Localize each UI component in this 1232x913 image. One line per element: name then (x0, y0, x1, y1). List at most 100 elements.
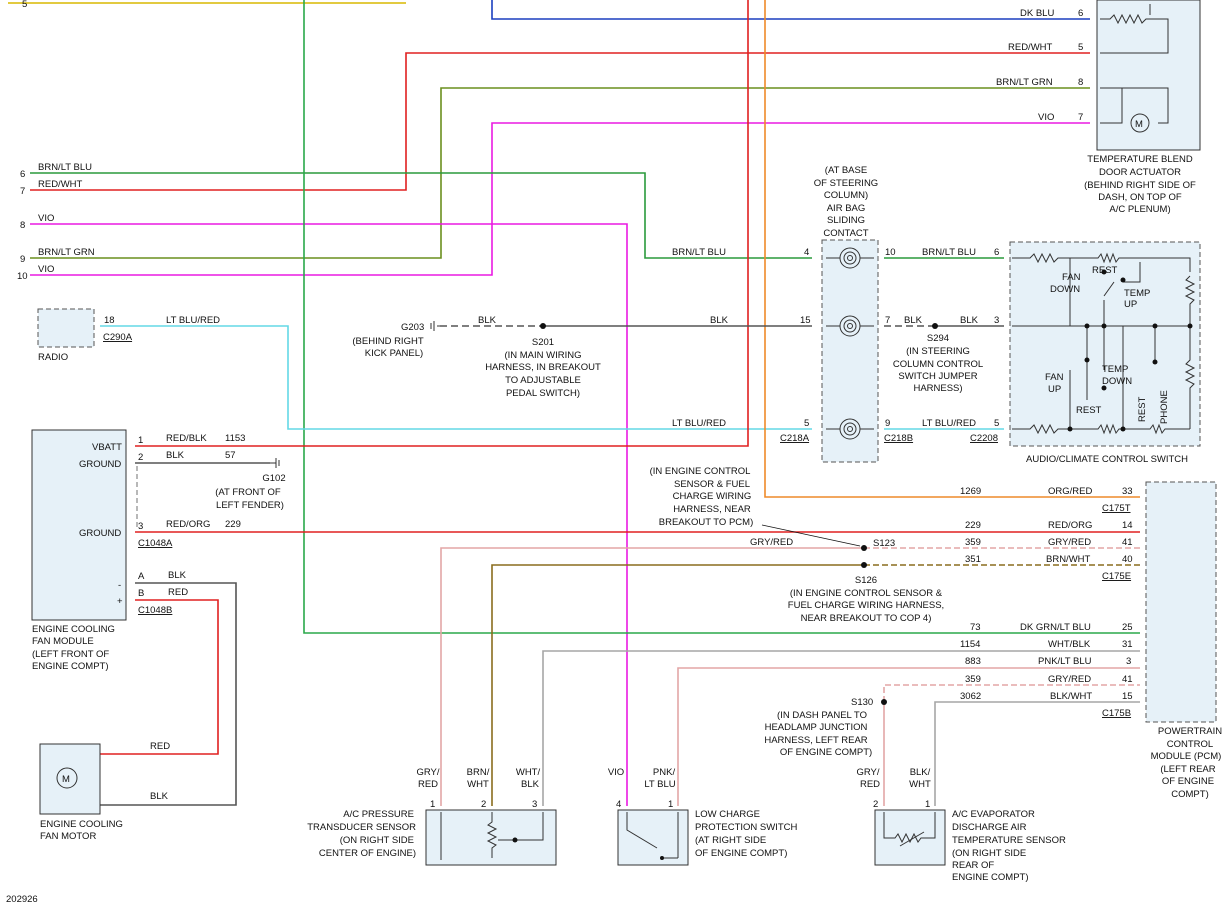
lbl-gry-red-s123: GRY/RED (750, 537, 793, 548)
audio-switch-box (1009, 241, 1201, 447)
s130-line-2: HARNESS, LEFT REAR (764, 735, 867, 746)
pcm-line-4: OF ENGINE (1162, 776, 1214, 787)
lbl-vio-left: VIO (38, 213, 54, 224)
pcm-pin-33: 33 (1122, 486, 1133, 497)
lbl-blk-wht-pcm: BLK/WHT (1050, 691, 1092, 702)
s201-line-2: TO ADJUSTABLE (505, 375, 581, 386)
conn-c2208: C2208 (970, 433, 998, 444)
g102-name: G102 (262, 473, 285, 484)
wire-org-red (764, 0, 1140, 498)
conn-c218a: C218A (780, 433, 810, 444)
splice-dots (540, 323, 938, 705)
acp-wire0-a: GRY/ (416, 767, 439, 778)
s126-dot (861, 562, 867, 568)
pcm-line-5: COMPT) (1171, 789, 1208, 800)
sw-rest2: REST (1076, 405, 1102, 416)
radio-connector: C290A (103, 332, 133, 343)
clock-pin-5: 5 (804, 418, 809, 429)
s294-line-0: (IN STEERING (906, 346, 970, 357)
clock-line-0: (AT BASE (825, 165, 867, 176)
clock-line-5: CONTACT (823, 228, 868, 239)
ev-line-2: TEMPERATURE SENSOR (952, 835, 1066, 846)
wire-pnk-ltblu (677, 667, 1140, 806)
ev-pin-2: 2 (873, 799, 878, 810)
fan-pin-2: 2 (138, 452, 143, 463)
lbl-red-blk: RED/BLK (166, 433, 207, 444)
acp-wire0-b: RED (418, 779, 438, 790)
conn-c175b: C175B (1102, 708, 1131, 719)
lbl-gry-red-pcm2: GRY/RED (1048, 674, 1091, 685)
g203-line-0: (BEHIND RIGHT (352, 336, 423, 347)
wire-blk-motor (100, 582, 237, 806)
s126-name: S126 (855, 575, 877, 586)
circ-73: 73 (970, 622, 981, 633)
wire-gry-red-s130 (883, 684, 1140, 702)
circ-3062: 3062 (960, 691, 981, 702)
g203-line-1: KICK PANEL) (365, 348, 423, 359)
s130-line-3: OF ENGINE COMPT) (780, 747, 872, 758)
circ-1154: 1154 (960, 639, 980, 650)
pcm-pin-15: 15 (1122, 691, 1133, 702)
lc-line-2: (AT RIGHT SIDE (695, 835, 766, 846)
s294-name: S294 (927, 333, 949, 344)
lbl-brn-ltgrn-left: BRN/LT GRN (38, 247, 95, 258)
fan-pin-ground2: GROUND (79, 528, 121, 539)
ev-wire0-b: RED (860, 779, 880, 790)
pcm-pin-14: 14 (1122, 520, 1133, 531)
fan-pin-1: 1 (138, 435, 143, 446)
lbl-red-motorwire: RED (150, 741, 170, 752)
s123-line-2: CHARGE WIRING (673, 491, 752, 502)
wire-dk-blu (491, 0, 1090, 20)
blend-line-1: DOOR ACTUATOR (1099, 167, 1181, 178)
low-charge-contact (660, 856, 664, 860)
sw-fan-down-0: FAN (1062, 272, 1081, 283)
pcm-pin-31: 31 (1122, 639, 1133, 650)
lc-line-1: PROTECTION SWITCH (695, 822, 798, 833)
clock-line-3: AIR BAG (827, 203, 866, 214)
radio-pin: 18 (104, 315, 115, 326)
lc-wire0: VIO (608, 767, 624, 778)
lbl-blk-g203: BLK (478, 315, 497, 326)
s130-name: S130 (851, 697, 873, 708)
lbl-brn-wht-pcm: BRN/WHT (1046, 554, 1091, 565)
figure-id: 202926 (6, 894, 38, 905)
wire-gry-red (440, 547, 864, 806)
pcm-pin-25: 25 (1122, 622, 1133, 633)
lbl-pnk-ltblu-pcm: PNK/LT BLU (1038, 656, 1092, 667)
circ-359-a: 359 (965, 537, 981, 548)
fan-motor-circle (56, 767, 78, 789)
s294-line-3: HARNESS) (913, 383, 962, 394)
ev-line-4: REAR OF (952, 860, 994, 871)
fan-motor-box (39, 743, 101, 815)
lbl-blk-clock: BLK (710, 315, 729, 326)
pcm-pin-41a: 41 (1122, 537, 1133, 548)
sw-temp-down-0: TEMP (1102, 364, 1128, 375)
acp-line-3: CENTER OF ENGINE) (319, 848, 416, 859)
s123-leader (761, 524, 861, 547)
wire-ltblu-red (100, 325, 812, 430)
edge-pin-top: 5 (22, 0, 27, 10)
sw-temp-down-1: DOWN (1102, 376, 1132, 387)
pcm-line-3: (LEFT REAR (1160, 764, 1215, 775)
ground-g102-symbol (270, 458, 280, 468)
fan-pin-a: A (138, 571, 145, 582)
fan-pin-minus: - (118, 580, 121, 591)
ev-line-3: (ON RIGHT SIDE (952, 848, 1026, 859)
blend-line-2: (BEHIND RIGHT SIDE OF (1084, 180, 1196, 191)
sw-phone: PHONE (1159, 390, 1170, 424)
lbl-org-red: ORG/RED (1048, 486, 1092, 497)
lbl-ltblu-red-clock: LT BLU/RED (672, 418, 726, 429)
conn-c175t: C175T (1102, 503, 1131, 514)
blend-actuator-box (1096, 0, 1201, 151)
ac-pressure-dot (512, 837, 518, 843)
acp-pin-3: 3 (532, 799, 537, 810)
fan-module-line-2: (LEFT FRONT OF (32, 649, 109, 660)
circ-1269: 1269 (960, 486, 981, 497)
s130-line-1: HEADLAMP JUNCTION (765, 722, 868, 733)
switch-junction-dots (1067, 269, 1193, 432)
g203-name: G203 (401, 322, 424, 333)
acp-wire1-b: WHT (467, 779, 489, 790)
acp-wire2-a: WHT/ (516, 767, 541, 778)
lbl-ltblu-red-sw: LT BLU/RED (922, 418, 976, 429)
s294-line-2: SWITCH JUMPER (898, 371, 977, 382)
